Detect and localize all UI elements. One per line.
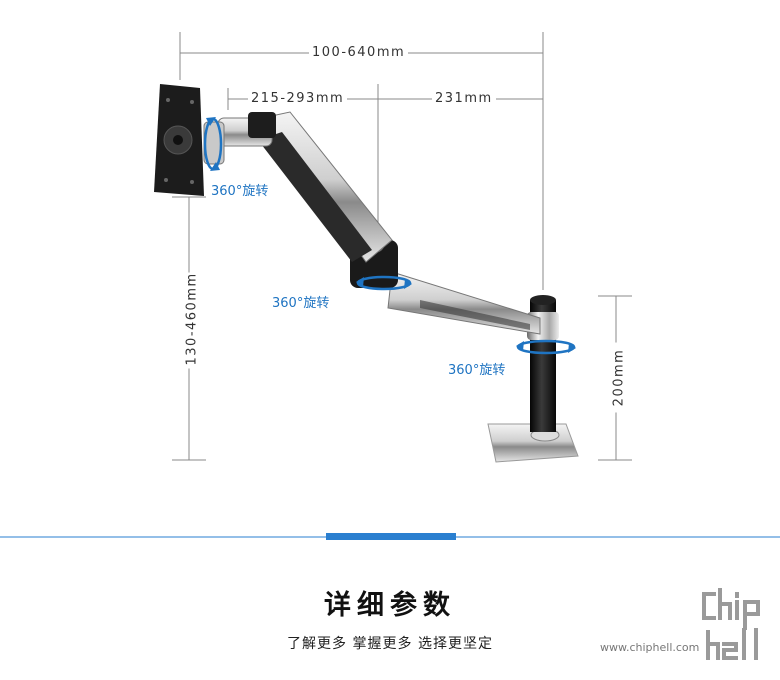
- section-title: 详细参数: [324, 590, 456, 621]
- section-divider-accent: [326, 533, 456, 540]
- upper-arm: [258, 111, 393, 263]
- elbow-rotation-label: 360°旋转: [272, 296, 330, 311]
- pole-height-label: 200mm: [611, 342, 627, 413]
- rotation-arrow-elbow: [356, 275, 412, 291]
- rotation-arrow-base: [516, 339, 576, 355]
- total-reach-label: 100-640mm: [309, 45, 409, 60]
- lower-arm: [387, 271, 541, 335]
- watermark-url: www.chiphell.com: [600, 641, 700, 654]
- vesa-mount-plate: [154, 84, 204, 196]
- section-subtitle: 了解更多 掌握更多 选择更坚定: [287, 636, 493, 652]
- upper-arm-length-label: 215-293mm: [248, 91, 348, 106]
- base-rotation-label: 360°旋转: [448, 363, 506, 378]
- dimension-lines: [172, 32, 632, 461]
- chiphell-logo-icon: [702, 588, 760, 660]
- head-rotation-label: 360°旋转: [211, 184, 269, 199]
- lower-arm-length-label: 231mm: [432, 91, 496, 106]
- rotation-arrow-head: [203, 117, 223, 171]
- height-adjust-label: 130-460mm: [184, 272, 200, 369]
